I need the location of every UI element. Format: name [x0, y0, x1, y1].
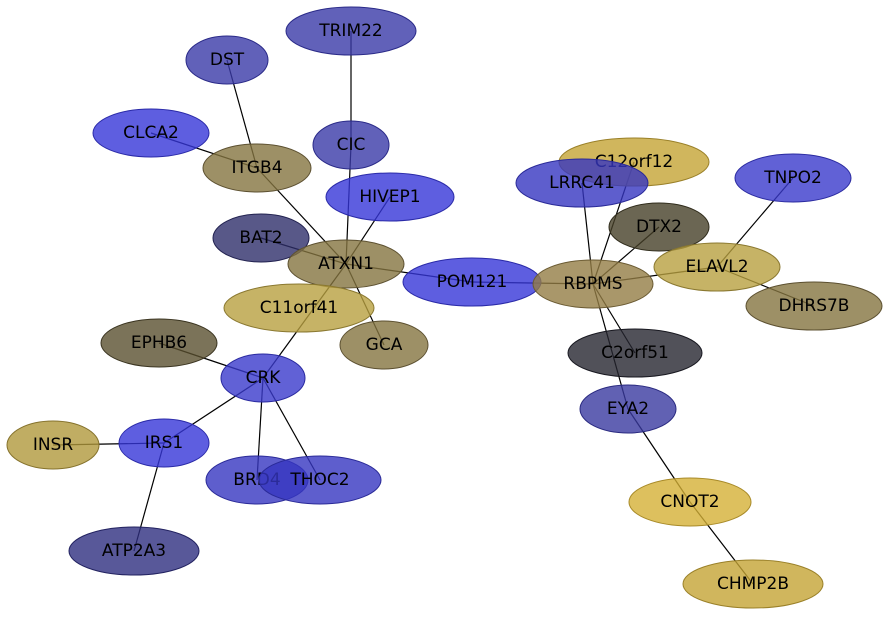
node-shape-c11orf41 [223, 283, 375, 333]
node-label-rbpms: RBPMS [563, 274, 622, 294]
node-label-cnot2: CNOT2 [660, 492, 719, 512]
node-label-dtx2: DTX2 [636, 217, 682, 237]
node-eya2[interactable]: EYA2 [579, 384, 677, 434]
node-pom121[interactable]: POM121 [402, 257, 542, 307]
node-shape-elavl2 [653, 242, 781, 292]
node-label-trim22: TRIM22 [318, 21, 383, 41]
node-label-ephb6: EPHB6 [131, 333, 187, 353]
node-label-cic: CIC [337, 135, 366, 155]
node-c11orf41[interactable]: C11orf41 [223, 283, 375, 333]
node-gca[interactable]: GCA [339, 320, 429, 370]
node-hivep1[interactable]: HIVEP1 [325, 172, 455, 222]
node-dtx2[interactable]: DTX2 [608, 202, 710, 252]
node-shape-crk [220, 353, 306, 403]
node-shape-bat2 [212, 213, 310, 263]
node-label-hivep1: HIVEP1 [359, 187, 420, 207]
node-label-insr: INSR [33, 435, 74, 455]
node-lrrc41[interactable]: LRRC41 [515, 158, 649, 208]
node-cic[interactable]: CIC [312, 120, 390, 170]
node-shape-dst [185, 35, 269, 85]
node-thoc2[interactable]: THOC2 [258, 455, 382, 505]
node-label-thoc2: THOC2 [289, 470, 349, 490]
node-insr[interactable]: INSR [6, 420, 100, 470]
node-elavl2[interactable]: ELAVL2 [653, 242, 781, 292]
node-irs1[interactable]: IRS1 [118, 418, 210, 468]
node-label-dst: DST [210, 50, 245, 70]
node-label-itgb4: ITGB4 [231, 158, 282, 178]
node-shape-irs1 [118, 418, 210, 468]
node-label-dhrs7b: DHRS7B [779, 296, 850, 316]
node-label-crk: CRK [246, 368, 282, 388]
node-label-irs1: IRS1 [145, 433, 183, 453]
node-shape-atp2a3 [68, 526, 200, 576]
node-shape-insr [6, 420, 100, 470]
node-shape-rbpms [532, 259, 654, 309]
node-label-pom121: POM121 [437, 272, 508, 292]
node-bat2[interactable]: BAT2 [212, 213, 310, 263]
node-label-gca: GCA [366, 335, 403, 355]
node-shape-itgb4 [202, 143, 312, 193]
node-shape-lrrc41 [515, 158, 649, 208]
node-label-clca2: CLCA2 [123, 123, 179, 143]
node-shape-clca2 [92, 108, 210, 158]
node-ephb6[interactable]: EPHB6 [100, 318, 218, 368]
node-itgb4[interactable]: ITGB4 [202, 143, 312, 193]
node-label-c2orf51: C2orf51 [601, 343, 669, 363]
node-label-elavl2: ELAVL2 [685, 257, 748, 277]
node-shape-hivep1 [325, 172, 455, 222]
node-c2orf51[interactable]: C2orf51 [567, 328, 703, 378]
node-label-c11orf41: C11orf41 [260, 298, 339, 318]
node-label-tnpo2: TNPO2 [763, 168, 822, 188]
node-atxn1[interactable]: ATXN1 [287, 239, 405, 289]
node-shape-tnpo2 [734, 153, 852, 203]
node-shape-gca [339, 320, 429, 370]
node-label-atxn1: ATXN1 [318, 254, 374, 274]
node-shape-eya2 [579, 384, 677, 434]
node-dst[interactable]: DST [185, 35, 269, 85]
node-atp2a3[interactable]: ATP2A3 [68, 526, 200, 576]
node-shape-cic [312, 120, 390, 170]
node-label-lrrc41: LRRC41 [549, 173, 615, 193]
node-shape-ephb6 [100, 318, 218, 368]
node-label-eya2: EYA2 [607, 399, 649, 419]
node-shape-thoc2 [258, 455, 382, 505]
node-shape-c2orf51 [567, 328, 703, 378]
node-shape-chmp2b [682, 559, 824, 609]
node-tnpo2[interactable]: TNPO2 [734, 153, 852, 203]
node-shape-dhrs7b [745, 281, 883, 331]
node-chmp2b[interactable]: CHMP2B [682, 559, 824, 609]
node-label-chmp2b: CHMP2B [717, 574, 789, 594]
node-label-bat2: BAT2 [239, 228, 282, 248]
node-dhrs7b[interactable]: DHRS7B [745, 281, 883, 331]
node-shape-dtx2 [608, 202, 710, 252]
node-cnot2[interactable]: CNOT2 [628, 477, 752, 527]
node-shape-atxn1 [287, 239, 405, 289]
node-clca2[interactable]: CLCA2 [92, 108, 210, 158]
node-shape-cnot2 [628, 477, 752, 527]
node-rbpms[interactable]: RBPMS [532, 259, 654, 309]
node-trim22[interactable]: TRIM22 [285, 6, 417, 56]
node-shape-trim22 [285, 6, 417, 56]
node-label-atp2a3: ATP2A3 [102, 541, 166, 561]
node-crk[interactable]: CRK [220, 353, 306, 403]
